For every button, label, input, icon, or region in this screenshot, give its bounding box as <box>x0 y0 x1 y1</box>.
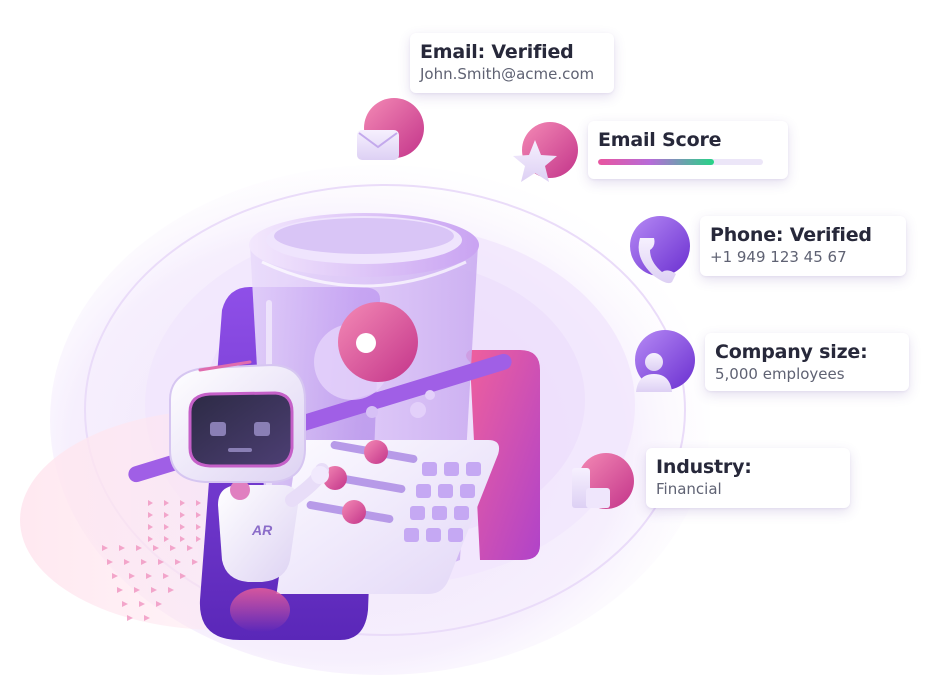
email-status-title: Email: Verified <box>420 41 574 63</box>
person-orb <box>635 330 695 392</box>
email-score-bar <box>598 159 763 165</box>
dot <box>151 587 157 593</box>
dot <box>196 536 201 542</box>
dot <box>175 559 181 565</box>
keypad-key <box>460 484 475 498</box>
dot <box>180 524 185 530</box>
industry-title: Industry: <box>656 456 752 478</box>
dot <box>119 545 125 551</box>
envelope-orb <box>357 98 424 160</box>
dot <box>141 559 147 565</box>
company-size-value: 5,000 employees <box>715 365 845 383</box>
dot <box>102 545 108 551</box>
star-orb <box>513 122 578 182</box>
dot <box>180 573 186 579</box>
dot <box>117 587 123 593</box>
dot <box>196 512 201 518</box>
dot <box>158 559 164 565</box>
dot <box>164 536 169 542</box>
dot <box>180 536 185 542</box>
dot <box>127 615 133 621</box>
keypad-key <box>416 484 431 498</box>
keypad-key <box>438 484 453 498</box>
dot <box>148 536 153 542</box>
dot <box>148 524 153 530</box>
dot <box>192 559 198 565</box>
building-orb <box>572 453 634 509</box>
dot <box>129 573 135 579</box>
industry-card: Industry: Financial <box>646 448 850 508</box>
robot-logo: AR <box>251 522 273 538</box>
keypad-key <box>426 528 441 542</box>
dot <box>164 524 169 530</box>
dot <box>112 573 118 579</box>
keypad-key <box>466 462 481 476</box>
company-size-title: Company size: <box>715 341 868 363</box>
keypad-key <box>404 528 419 542</box>
dot <box>144 615 150 621</box>
dot <box>146 573 152 579</box>
dot <box>180 500 185 506</box>
dot <box>148 512 153 518</box>
dot <box>168 587 174 593</box>
dot <box>170 545 176 551</box>
dot <box>124 559 130 565</box>
keypad-key <box>444 462 459 476</box>
dot <box>134 587 140 593</box>
phone-orb <box>630 216 690 284</box>
control-panel <box>276 440 500 594</box>
dot <box>122 601 128 607</box>
email-address: John.Smith@acme.com <box>420 65 595 83</box>
dot <box>107 559 113 565</box>
dot <box>136 545 142 551</box>
dot <box>180 512 185 518</box>
floating-orb <box>314 302 435 418</box>
dot <box>148 500 153 506</box>
phone-number: +1 949 123 45 67 <box>710 248 847 266</box>
dot-pattern <box>102 500 210 621</box>
dot <box>196 500 201 506</box>
keypad-key <box>422 462 437 476</box>
pink-shape <box>466 350 540 560</box>
phone-card: Phone: Verified +1 949 123 45 67 <box>700 216 906 276</box>
dot <box>156 601 162 607</box>
email-score-card: Email Score <box>588 121 788 179</box>
dot <box>164 500 169 506</box>
dot <box>139 601 145 607</box>
industry-value: Financial <box>656 480 722 498</box>
phone-status-title: Phone: Verified <box>710 224 872 246</box>
company-size-card: Company size: 5,000 employees <box>705 333 909 391</box>
dot <box>164 512 169 518</box>
dot <box>153 545 159 551</box>
keypad-key <box>448 528 463 542</box>
robot: AR <box>169 360 329 632</box>
dot <box>187 545 193 551</box>
email-card: Email: Verified John.Smith@acme.com <box>410 33 614 93</box>
dot <box>163 573 169 579</box>
email-score-title: Email Score <box>598 129 722 151</box>
keypad-key <box>432 506 447 520</box>
keypad-key <box>454 506 469 520</box>
dot <box>196 524 201 530</box>
email-score-fill <box>598 159 714 165</box>
keypad-key <box>410 506 425 520</box>
